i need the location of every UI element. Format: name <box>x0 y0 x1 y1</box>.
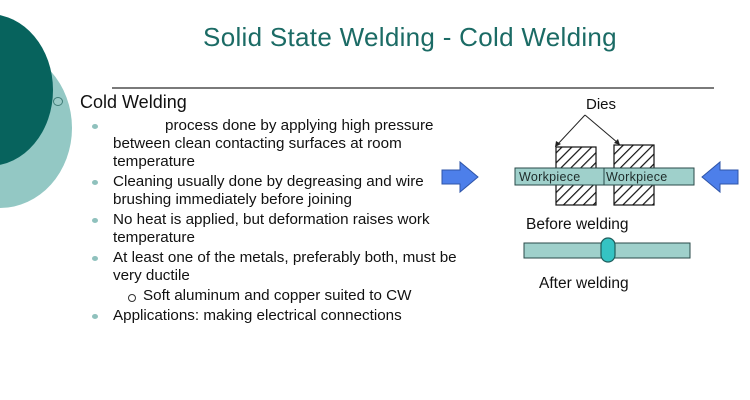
leader-line-left <box>556 114 586 146</box>
list-item: Cleaning usually done by degreasing and … <box>90 173 470 209</box>
sub-list-item: Soft aluminum and copper suited to CW <box>90 287 473 305</box>
workpiece-right <box>603 167 695 186</box>
bullet-dot-icon <box>92 314 98 319</box>
bullet-dot-icon <box>92 218 98 223</box>
cold-welding-diagram <box>441 114 739 263</box>
list-item: At least one of the metals, preferably b… <box>90 249 470 285</box>
bullet-text: At least one of the metals, preferably b… <box>113 249 457 284</box>
bullet-list: process done by applying high pressure b… <box>90 117 470 327</box>
arrow-left-icon <box>701 160 739 194</box>
section-heading: Cold Welding <box>80 92 187 112</box>
sub-bullet-text: Soft aluminum and copper suited to CW <box>143 287 412 304</box>
leader-line-right <box>584 114 619 144</box>
list-item: Applications: making electrical connecti… <box>90 307 403 325</box>
bullet-dot-icon <box>92 180 98 185</box>
weld-joint <box>600 237 616 263</box>
slide-title: Solid State Welding - Cold Welding <box>203 22 617 52</box>
sub-bullet-ring-icon <box>128 294 136 302</box>
list-item: process done by applying high pressure b… <box>90 117 470 171</box>
bullet-text: process done by applying high pressure b… <box>113 117 434 170</box>
heading-bullet-icon <box>53 97 63 106</box>
bullet-text: Applications: making electrical connecti… <box>113 307 402 324</box>
arrow-right-icon <box>441 160 479 194</box>
dies-label: Dies <box>586 96 617 113</box>
title-divider <box>112 87 714 89</box>
bullet-text: Cleaning usually done by degreasing and … <box>113 173 424 208</box>
list-item: No heat is applied, but deformation rais… <box>90 211 470 247</box>
workpiece-left-label: Workpiece <box>519 170 581 184</box>
bullet-dot-icon <box>92 124 98 129</box>
bullet-text: No heat is applied, but deformation rais… <box>113 211 430 246</box>
before-welding-label: Before welding <box>526 216 629 233</box>
after-welding-label: After welding <box>539 275 629 292</box>
bullet-dot-icon <box>92 256 98 261</box>
workpiece-right-label: Workpiece <box>606 170 668 184</box>
